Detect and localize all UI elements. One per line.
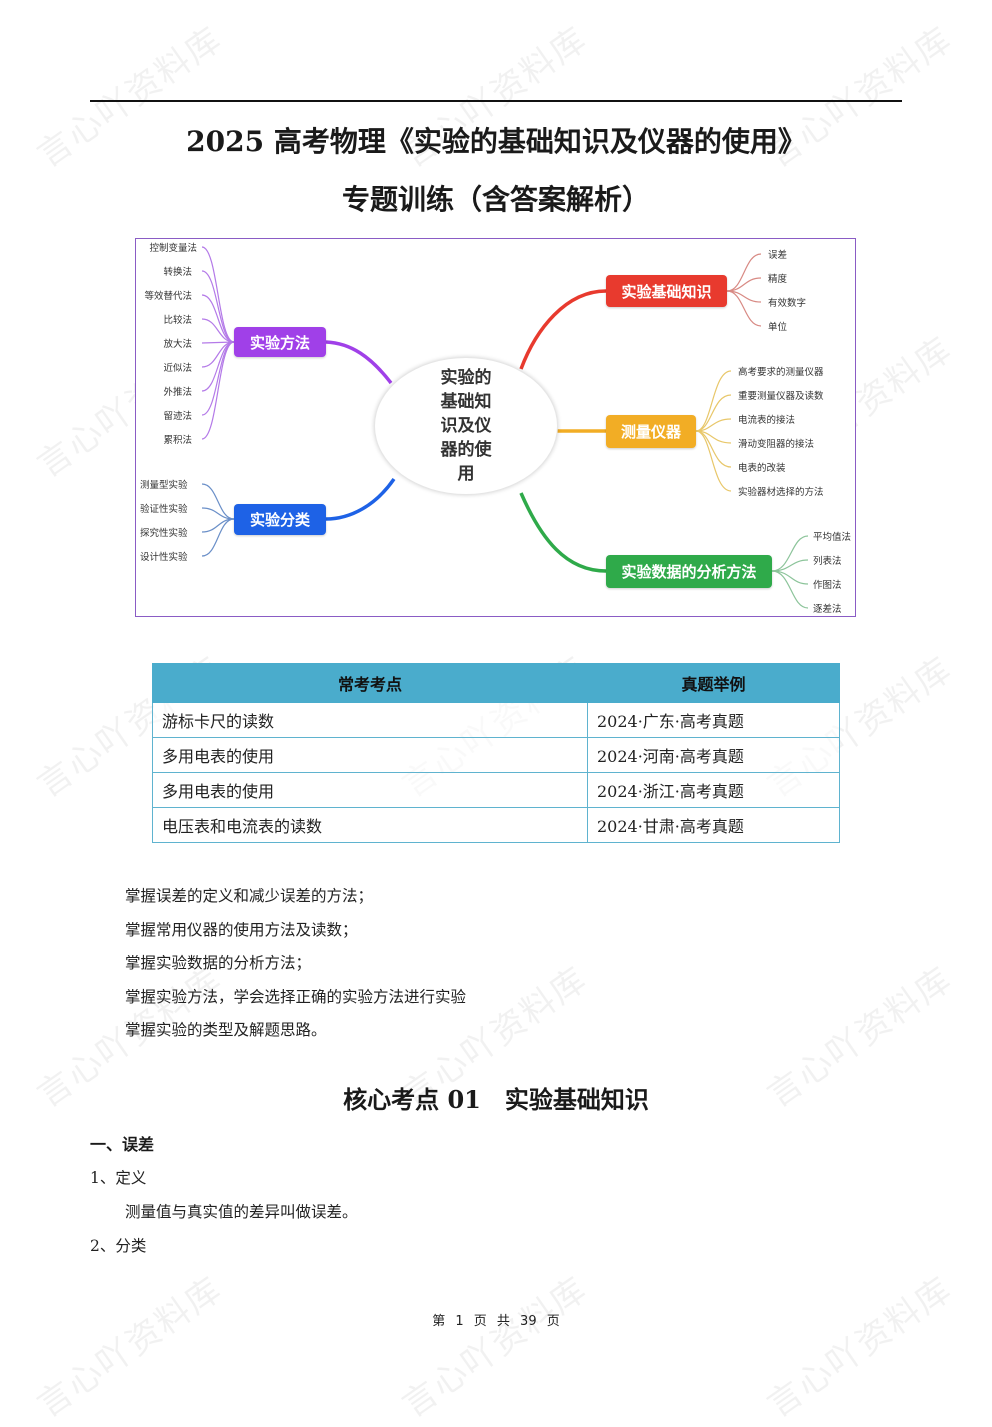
goal-item: 掌握实验数据的分析方法； [125, 954, 312, 973]
watermark: 言心吖资料库 [760, 1269, 960, 1426]
watermark: 言心吖资料库 [30, 1269, 230, 1426]
table-cell: 2024·浙江·高考真题 [587, 772, 840, 808]
goal-item: 掌握常用仪器的使用方法及读数； [125, 920, 358, 939]
subheading-classification: 2、分类 [90, 1237, 147, 1255]
table-row: 多用电表的使用 2024·河南·高考真题 [152, 737, 840, 773]
node-label: 测量仪器 [620, 423, 681, 441]
leaf: 比较法 [163, 315, 192, 326]
leaf: 转换法 [163, 267, 192, 278]
leaf: 电流表的接法 [738, 415, 796, 426]
leaf: 滑动变阻器的接法 [738, 439, 815, 450]
subheading-definition: 1、定义 [90, 1169, 147, 1187]
goal-item: 掌握实验的类型及解题思路。 [125, 1021, 327, 1040]
table-cell: 2024·甘肃·高考真题 [587, 807, 840, 843]
table-row: 多用电表的使用 2024·浙江·高考真题 [152, 772, 840, 808]
leaf: 测量型实验 [140, 480, 188, 491]
leaf: 累积法 [163, 435, 192, 446]
goal-item: 掌握误差的定义和减少误差的方法； [125, 887, 374, 905]
node-experiment-categories: 实验分类 [234, 504, 326, 535]
leaf: 单位 [768, 322, 788, 333]
mind-map-connectors [201, 246, 809, 609]
leaf: 作图法 [813, 580, 842, 591]
mind-map: 实验的基础知识及仪器的使用 实验方法 控制变量法 转换法 等效替代法 比较法 放… [135, 238, 856, 617]
node-data-analysis-methods: 实验数据的分析方法 [606, 555, 772, 588]
leaf: 电表的改装 [738, 463, 786, 474]
table-cell: 游标卡尺的读数 [152, 702, 588, 738]
leaf: 验证性实验 [140, 504, 188, 515]
heading-error: 一、误差 [90, 1135, 155, 1154]
leaf: 探究性实验 [140, 528, 188, 539]
mind-map-center: 实验的基础知识及仪器的使用 [374, 357, 558, 495]
watermark: 言心吖资料库 [395, 1269, 595, 1426]
table-cell: 2024·广东·高考真题 [587, 702, 840, 738]
learning-goals: 掌握误差的定义和减少误差的方法； 掌握常用仪器的使用方法及读数； 掌握实验数据的… [125, 880, 466, 1048]
leaf: 精度 [768, 274, 788, 285]
node-label: 实验基础知识 [621, 282, 712, 301]
column-header-past-exam: 真题举例 [587, 663, 840, 703]
leaf: 留迹法 [163, 411, 192, 422]
table-row: 电压表和电流表的读数 2024·甘肃·高考真题 [152, 807, 840, 843]
column-header-exam-point: 常考考点 [152, 663, 588, 703]
leaf: 平均值法 [813, 532, 852, 543]
leaf: 误差 [768, 250, 788, 261]
leaf: 实验器材选择的方法 [738, 487, 824, 498]
leaf: 近似法 [163, 363, 192, 374]
leaf: 列表法 [813, 556, 842, 567]
node-label: 实验方法 [249, 333, 310, 352]
table-cell: 2024·河南·高考真题 [587, 737, 840, 773]
leaf: 设计性实验 [140, 552, 188, 563]
page-footer: 第 1 页 共 39 页 [432, 1314, 560, 1329]
section-title: 核心考点 01 实验基础知识 [343, 1085, 649, 1114]
leaf: 外推法 [163, 387, 192, 398]
node-label: 实验分类 [249, 511, 310, 529]
leaf: 等效替代法 [144, 291, 192, 302]
leaf: 有效数字 [768, 298, 807, 309]
leaf: 逐差法 [813, 604, 842, 615]
definition-text: 测量值与真实值的差异叫做误差。 [125, 1203, 358, 1221]
document-subtitle: 专题训练（含答案解析） [341, 183, 650, 216]
header-rule [90, 100, 902, 102]
table-header-row: 常考考点 真题举例 [152, 663, 840, 703]
leaf: 放大法 [163, 339, 192, 350]
table-cell: 多用电表的使用 [152, 772, 588, 808]
node-experiment-methods: 实验方法 [234, 327, 326, 357]
leaf: 高考要求的测量仪器 [738, 367, 824, 378]
table-cell: 电压表和电流表的读数 [152, 807, 588, 843]
table-row: 游标卡尺的读数 2024·广东·高考真题 [152, 702, 840, 738]
leaf: 重要测量仪器及读数 [738, 391, 824, 402]
node-label: 实验数据的分析方法 [621, 563, 757, 581]
node-experiment-basics: 实验基础知识 [606, 275, 727, 307]
node-measuring-instruments: 测量仪器 [606, 415, 696, 448]
table-cell: 多用电表的使用 [152, 737, 588, 773]
leaf: 控制变量法 [149, 243, 197, 254]
mind-map-center-label: 实验的基础知识及仪器的使用 [440, 368, 492, 484]
exam-points-table: 常考考点 真题举例 游标卡尺的读数 2024·广东·高考真题 多用电表的使用 2… [152, 663, 840, 843]
document-title: 2025 高考物理《实验的基础知识及仪器的使用》 [186, 125, 806, 158]
goal-item: 掌握实验方法，学会选择正确的实验方法进行实验 [125, 987, 467, 1006]
